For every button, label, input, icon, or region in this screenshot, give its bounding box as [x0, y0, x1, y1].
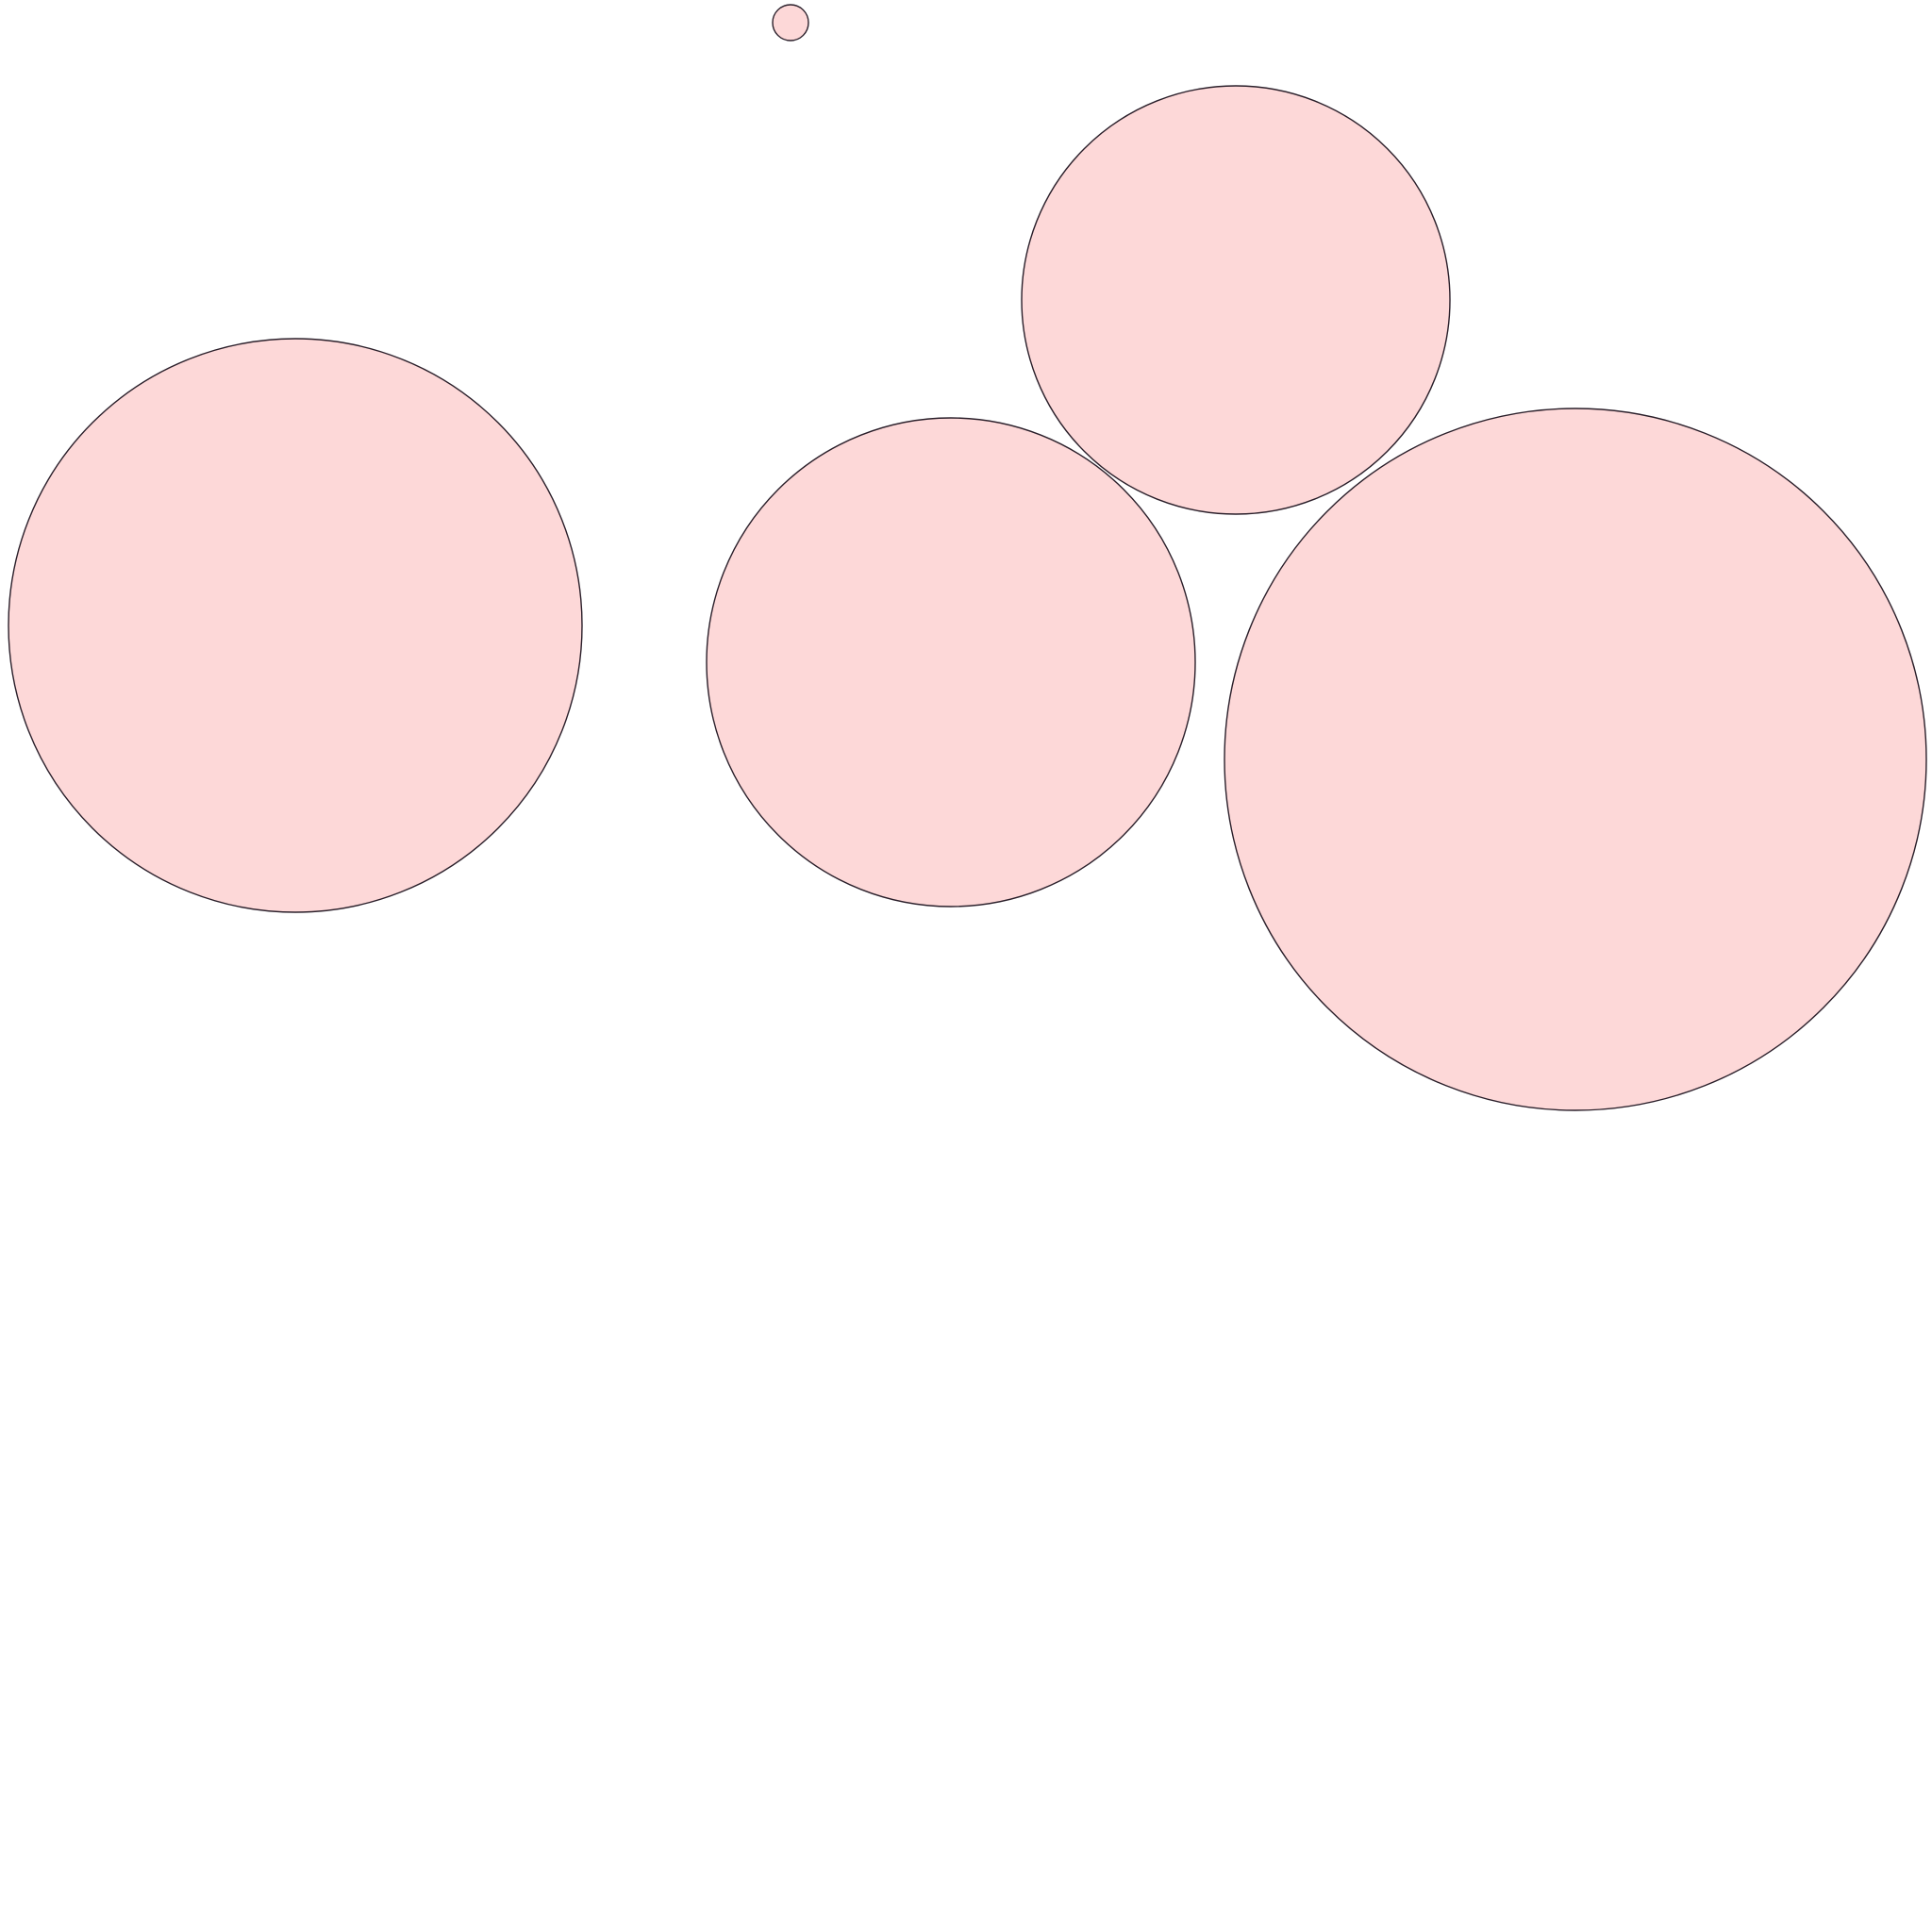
bubble-large-right — [1224, 408, 1927, 1111]
bubble-small — [772, 4, 809, 42]
bubble-left — [8, 338, 583, 913]
bubble-top-right — [1021, 85, 1451, 515]
bubble-middle — [706, 417, 1196, 908]
